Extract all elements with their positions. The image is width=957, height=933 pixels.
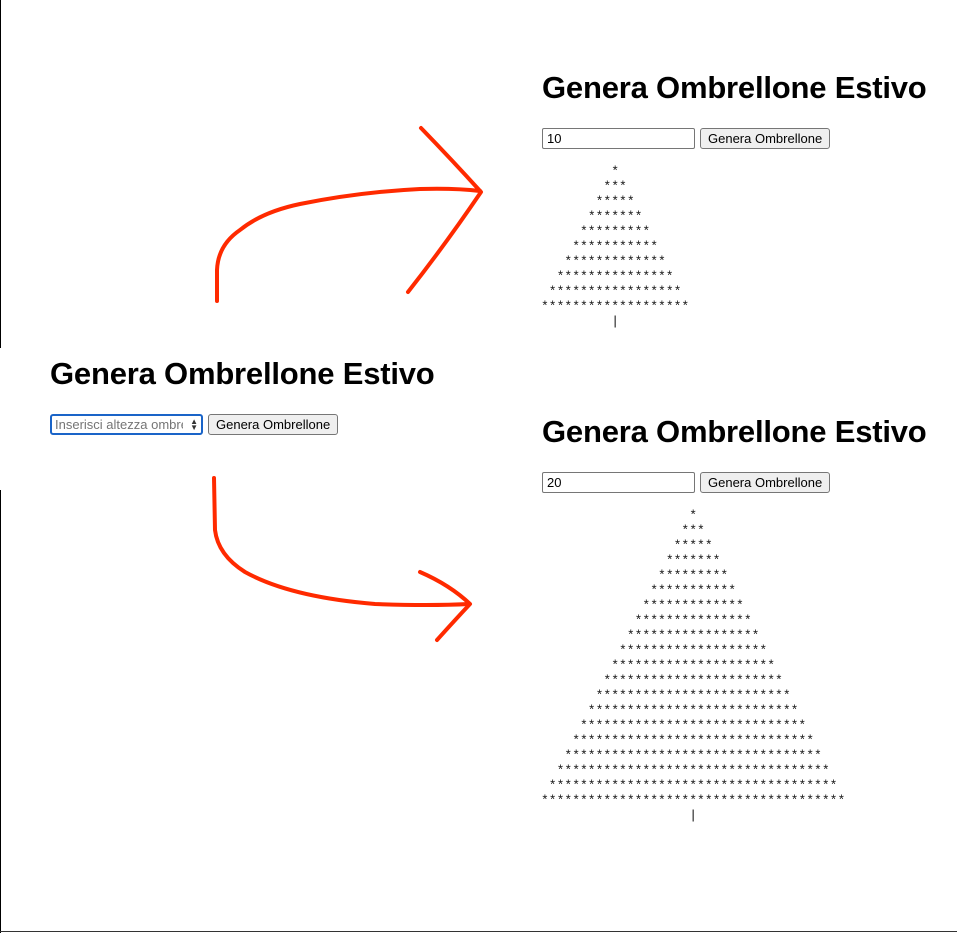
- height-input[interactable]: 20: [542, 472, 695, 493]
- result-panel-small: Genera Ombrellone Estivo: [542, 70, 927, 106]
- main-form-panel: Genera Ombrellone Estivo: [50, 356, 435, 392]
- height-input-placeholder: Inserisci altezza ombrellone: [55, 417, 183, 432]
- generate-button[interactable]: Genera Ombrellone: [208, 414, 339, 435]
- frame-edge-top: [0, 0, 1, 348]
- generate-button[interactable]: Genera Ombrellone: [700, 472, 831, 493]
- result-small-controls: 10 Genera Ombrellone: [542, 128, 831, 149]
- page-title: Genera Ombrellone Estivo: [50, 356, 435, 391]
- page-title: Genera Ombrellone Estivo: [542, 70, 927, 105]
- height-input[interactable]: 10: [542, 128, 695, 149]
- umbrella-ascii-large: * *** ***** ******* ********* **********…: [541, 508, 846, 823]
- main-form-controls: Inserisci altezza ombrellone ▲▼ Genera O…: [50, 414, 339, 435]
- frame-bottom-border: [0, 931, 957, 932]
- height-input[interactable]: Inserisci altezza ombrellone ▲▼: [50, 414, 203, 435]
- result-panel-large: Genera Ombrellone Estivo: [542, 414, 927, 450]
- height-input-value: 20: [547, 475, 562, 490]
- frame-edge-bottom: [0, 490, 1, 933]
- height-input-value: 10: [547, 131, 562, 146]
- page-title: Genera Ombrellone Estivo: [542, 414, 927, 449]
- generate-button[interactable]: Genera Ombrellone: [700, 128, 831, 149]
- umbrella-ascii-small: * *** ***** ******* ********* **********…: [541, 164, 690, 329]
- spinner-icon[interactable]: ▲▼: [190, 416, 198, 432]
- result-large-controls: 20 Genera Ombrellone: [542, 472, 831, 493]
